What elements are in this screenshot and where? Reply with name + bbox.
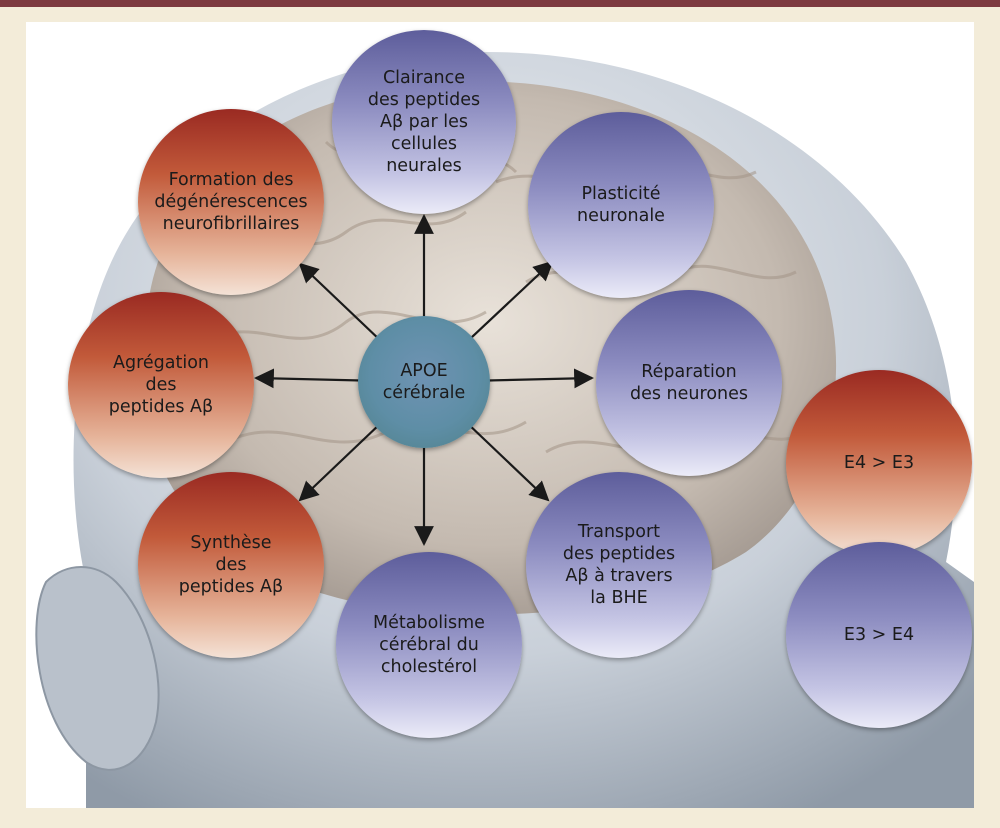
node-metabolisme: Métabolisme cérébral du cholestérol [336, 552, 522, 738]
legend-red-e4-gt-e3: E4 > E3 [786, 370, 972, 556]
node-transport: Transport des peptides Aβ à travers la B… [526, 472, 712, 658]
node-agregation: Agrégation des peptides Aβ [68, 292, 254, 478]
figure-frame: APOE cérébrale Clairance des peptides Aβ… [26, 22, 974, 808]
node-plasticite: Plasticité neuronale [528, 112, 714, 298]
center-node-apoe: APOE cérébrale [358, 316, 490, 448]
node-synthese: Synthèse des peptides Aβ [138, 472, 324, 658]
node-reparation: Réparation des neurones [596, 290, 782, 476]
top-rule [0, 0, 1000, 7]
node-formation: Formation des dégénérescences neurofibri… [138, 109, 324, 295]
legend-blue-e3-gt-e4: E3 > E4 [786, 542, 972, 728]
ear-shape [35, 566, 160, 771]
node-clairance: Clairance des peptides Aβ par les cellul… [332, 30, 516, 214]
